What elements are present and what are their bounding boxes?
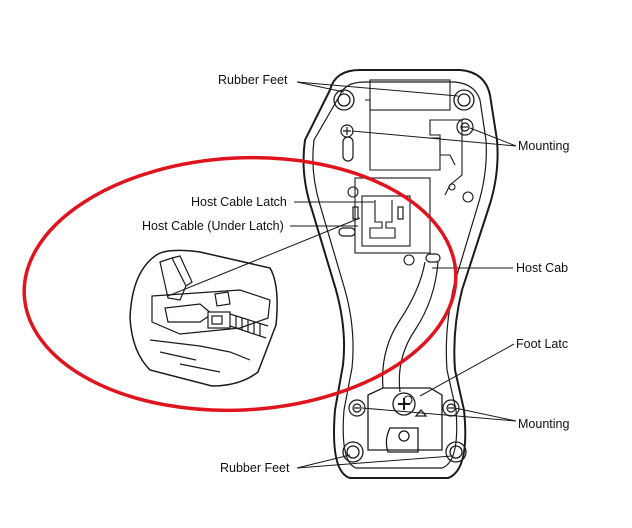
screw-icon	[340, 118, 474, 138]
label-host-cable-under-latch: Host Cable (Under Latch)	[142, 219, 284, 233]
label-host-cable-latch: Host Cable Latch	[191, 195, 287, 209]
label-foot-latch: Foot Latc	[516, 337, 568, 351]
highlight-ellipse	[22, 155, 458, 413]
label-mounting-top: Mounting	[518, 139, 569, 153]
callout-lines	[167, 81, 517, 469]
cable-connector-icon	[211, 315, 223, 325]
inset-detail	[129, 249, 278, 387]
label-rubber-feet-top: Rubber Feet	[218, 73, 288, 87]
inner-plate	[330, 79, 463, 254]
cable-channel	[382, 261, 439, 393]
slots	[338, 136, 441, 263]
label-mounting-bottom: Mounting	[518, 417, 569, 431]
label-host-cable: Host Cab	[516, 261, 568, 275]
label-rubber-feet-bottom: Rubber Feet	[220, 461, 290, 475]
rubber-foot-icon	[333, 89, 475, 111]
rubber-foot-icon	[342, 441, 467, 463]
